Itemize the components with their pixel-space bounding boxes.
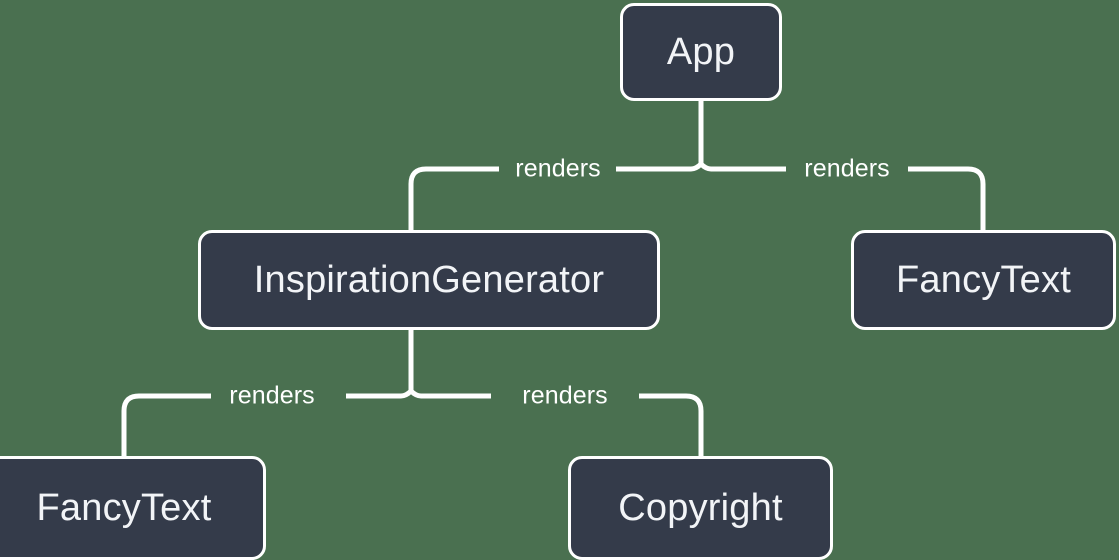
node-copyright[interactable]: Copyright	[568, 456, 833, 560]
edge-label-inspiration-to-copyright: renders	[522, 381, 608, 410]
edge-inspiration-to-copyright-inner	[409, 389, 491, 399]
edge-inspiration-to-copyright-outer	[639, 393, 704, 456]
node-inspiration-generator[interactable]: InspirationGenerator	[198, 230, 660, 330]
edge-app-to-fancytext-inner	[699, 162, 786, 172]
node-fancytext-right[interactable]: FancyText	[851, 230, 1116, 330]
edge-app-to-fancytext-outer	[908, 166, 986, 230]
edge-inspiration-to-fancytext-inner	[346, 389, 413, 399]
edge-app-to-inspiration-outer	[408, 166, 499, 230]
edge-label-app-to-inspiration: renders	[515, 154, 601, 183]
node-app[interactable]: App	[620, 3, 782, 101]
edge-inspiration-to-fancytext-outer	[121, 393, 211, 456]
edge-app-to-inspiration-inner	[616, 162, 703, 172]
node-fancytext-left[interactable]: FancyText	[0, 456, 266, 560]
edge-label-app-to-fancytext: renders	[804, 154, 890, 183]
edge-label-inspiration-to-fancytext: renders	[229, 381, 315, 410]
